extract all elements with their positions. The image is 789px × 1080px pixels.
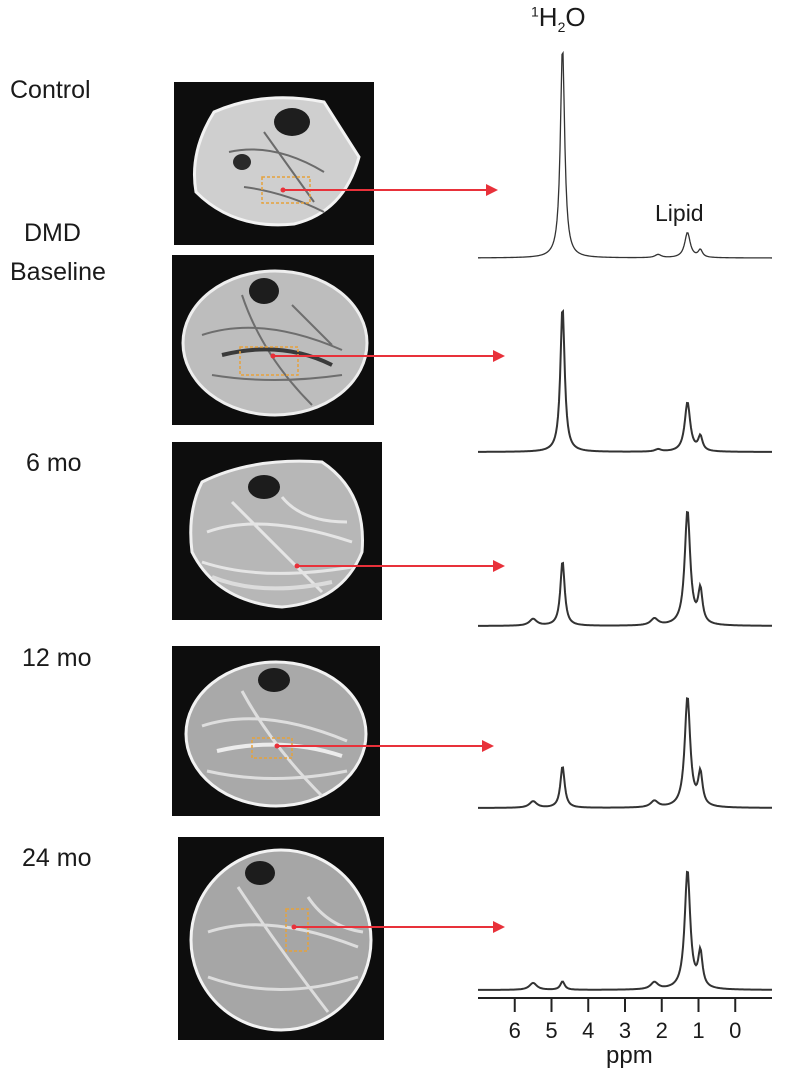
row-label-control: Control: [10, 76, 91, 104]
x-tick-label-3: 3: [619, 1018, 631, 1043]
spectrum-trace-1: [478, 309, 772, 453]
mri-24mo-image: [178, 837, 384, 1040]
spectrum-trace-3: [478, 697, 772, 809]
roi-arrow-origin-4: [291, 924, 297, 930]
roi-arrow-origin-3: [274, 743, 280, 749]
mri-baseline-image: [172, 255, 374, 425]
mri-6mo-image: [172, 442, 382, 620]
x-tick-label-4: 4: [582, 1018, 594, 1043]
roi-arrow-origin-1: [270, 353, 276, 359]
mri-control-image: [174, 82, 374, 245]
row-label-12mo: 12 mo: [22, 644, 92, 672]
row-label-24mo: 24 mo: [22, 844, 92, 872]
x-tick-label-2: 2: [656, 1018, 668, 1043]
spectrum-trace-2: [478, 510, 773, 627]
row-label-6mo: 6 mo: [26, 449, 82, 477]
x-tick-label-0: 0: [729, 1018, 741, 1043]
row-label-dmd: DMD: [24, 219, 81, 247]
x-tick-label-6: 6: [509, 1018, 521, 1043]
mri-12mo-image: [172, 646, 380, 816]
lipid-peak-label: Lipid: [655, 200, 704, 226]
spectrum-trace-0: [477, 50, 772, 259]
spectrum-trace-4: [478, 870, 773, 991]
x-tick-label-5: 5: [545, 1018, 557, 1043]
water-peak-label: 1H2O: [531, 2, 586, 36]
roi-arrow-origin-0: [280, 187, 286, 193]
roi-arrow-origin-2: [294, 563, 300, 569]
row-label-baseline: Baseline: [10, 258, 106, 286]
axis-label-ppm: ppm: [606, 1042, 653, 1069]
x-tick-label-1: 1: [692, 1018, 704, 1043]
